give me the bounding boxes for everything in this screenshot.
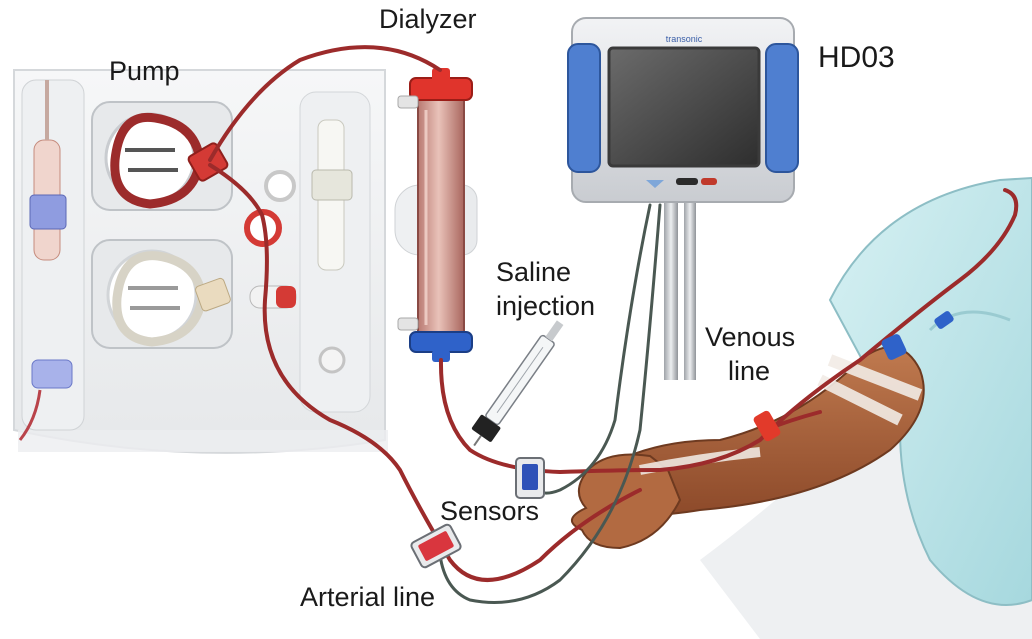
secondary-pump bbox=[92, 240, 232, 348]
hd03-label: HD03 bbox=[818, 42, 895, 73]
saline-label-line2: injection bbox=[496, 291, 595, 322]
monitor-brand: transonic bbox=[666, 34, 703, 44]
arterial-line-label: Arterial line bbox=[300, 582, 435, 613]
sensors-label: Sensors bbox=[440, 496, 539, 527]
venous-label-line2: line bbox=[728, 356, 770, 387]
arterial-sensor bbox=[410, 523, 462, 568]
venous-sensor bbox=[516, 458, 544, 498]
venous-label-line1: Venous bbox=[705, 322, 795, 353]
dialyzer-label: Dialyzer bbox=[379, 4, 477, 35]
dialyzer bbox=[395, 68, 477, 362]
saline-syringe bbox=[464, 316, 570, 453]
pump-label: Pump bbox=[109, 56, 180, 87]
saline-label-line1: Saline bbox=[496, 257, 571, 288]
